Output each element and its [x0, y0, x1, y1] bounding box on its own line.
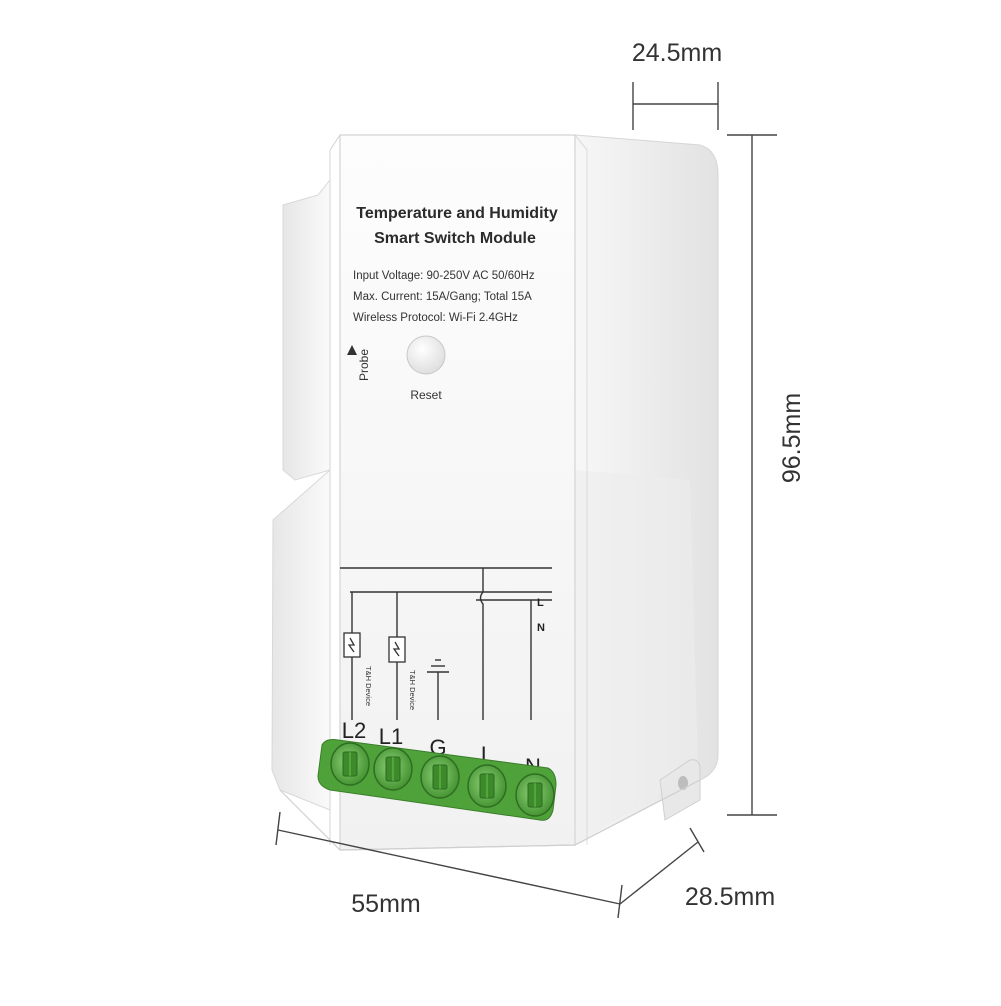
terminal-screws: [330, 742, 555, 817]
ground-icon: [427, 659, 449, 673]
terminal-screw-n[interactable]: [515, 773, 555, 817]
neutral-label: N: [537, 622, 545, 634]
device-symbol-l2: [343, 632, 361, 658]
spec-protocol: Wireless Protocol: Wi-Fi 2.4GHz: [353, 312, 518, 324]
spec-current: Max. Current: 15A/Gang; Total 15A: [353, 291, 532, 303]
device-right-lower: [575, 470, 698, 845]
spec-voltage: Input Voltage: 90-250V AC 50/60Hz: [353, 270, 535, 282]
device-title-line1: Temperature and Humidity: [356, 205, 558, 222]
terminal-screw-l2[interactable]: [330, 742, 370, 786]
probe-arrow-icon: [347, 345, 357, 355]
device-title-line2: Smart Switch Module: [374, 230, 536, 247]
device-left-side: [282, 178, 331, 481]
terminal-label-l2: L2: [342, 718, 366, 743]
probe-label: Probe: [357, 349, 371, 381]
dimension-top-width: 24.5mm: [632, 39, 722, 67]
wiring-diagram: [340, 567, 552, 720]
dimension-depth: 28.5mm: [685, 883, 775, 911]
terminal-screw-l[interactable]: [467, 764, 507, 808]
reset-label: Reset: [410, 388, 442, 402]
terminal-screw-g[interactable]: [420, 755, 460, 799]
dimension-lines: [275, 82, 777, 919]
device-lower-left: [271, 468, 331, 811]
dimension-height: 96.5mm: [778, 393, 806, 483]
reset-button[interactable]: [406, 335, 446, 375]
terminal-screw-l1[interactable]: [373, 747, 413, 791]
device-label-2: T&H Device: [408, 670, 417, 710]
terminal-label-l1: L1: [379, 724, 403, 749]
device-symbol-l1: [388, 636, 406, 663]
line-label: L: [537, 597, 544, 609]
device-label-1: T&H Device: [364, 666, 373, 706]
dimension-front-width: 55mm: [351, 890, 420, 918]
mounting-hole: [678, 776, 688, 790]
